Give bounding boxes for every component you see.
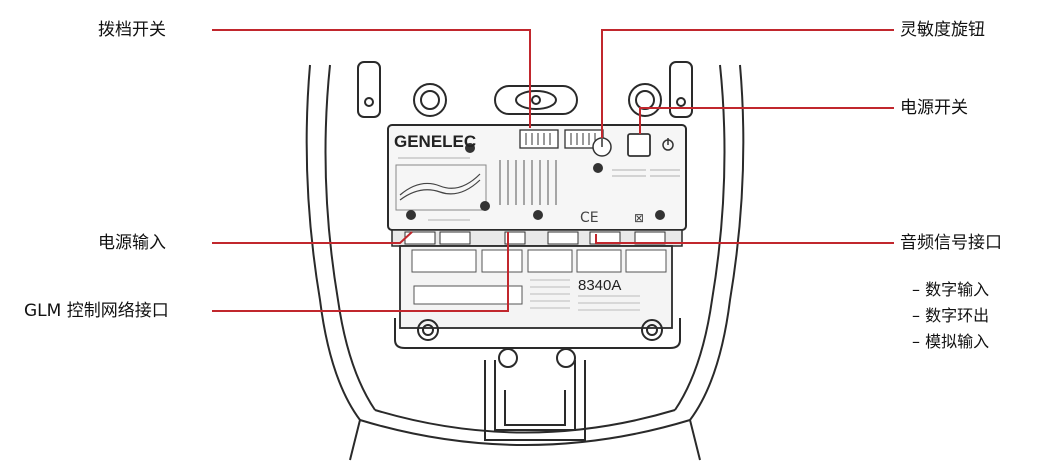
speaker-body xyxy=(305,61,745,461)
label-power-switch: 电源开关 xyxy=(900,98,968,118)
label-glm-port: GLM 控制网络接口 xyxy=(24,301,169,321)
lower-frame xyxy=(394,318,681,441)
audio-item-digital-thru: – 数字环出 xyxy=(912,306,990,325)
leader-glm xyxy=(212,232,509,312)
label-sensitivity-knob: 灵敏度旋钮 xyxy=(900,20,985,40)
label-power-input: 电源输入 xyxy=(98,233,166,253)
brand-logo: GENELEC xyxy=(394,132,476,151)
model-number: 8340A xyxy=(578,277,621,294)
audio-item-digital-in: – 数字输入 xyxy=(912,280,990,299)
label-panel xyxy=(399,245,673,329)
rear-panel: CE ⊠ xyxy=(387,124,687,231)
label-audio-port: 音频信号接口 xyxy=(900,233,1002,253)
label-dip-switches: 拨档开关 xyxy=(98,20,166,40)
ce-mark-icon: CE xyxy=(580,210,599,226)
audio-item-analog-in: – 模拟输入 xyxy=(912,332,990,351)
leader-power-input xyxy=(212,231,413,244)
leader-power-switch xyxy=(639,107,894,134)
leader-lines xyxy=(212,29,894,312)
leader-audio-port xyxy=(595,234,894,244)
disposal-icon: ⊠ xyxy=(634,211,644,225)
top-fittings xyxy=(413,83,662,117)
leader-sensitivity xyxy=(601,29,894,138)
leader-dip-switches xyxy=(212,29,531,128)
